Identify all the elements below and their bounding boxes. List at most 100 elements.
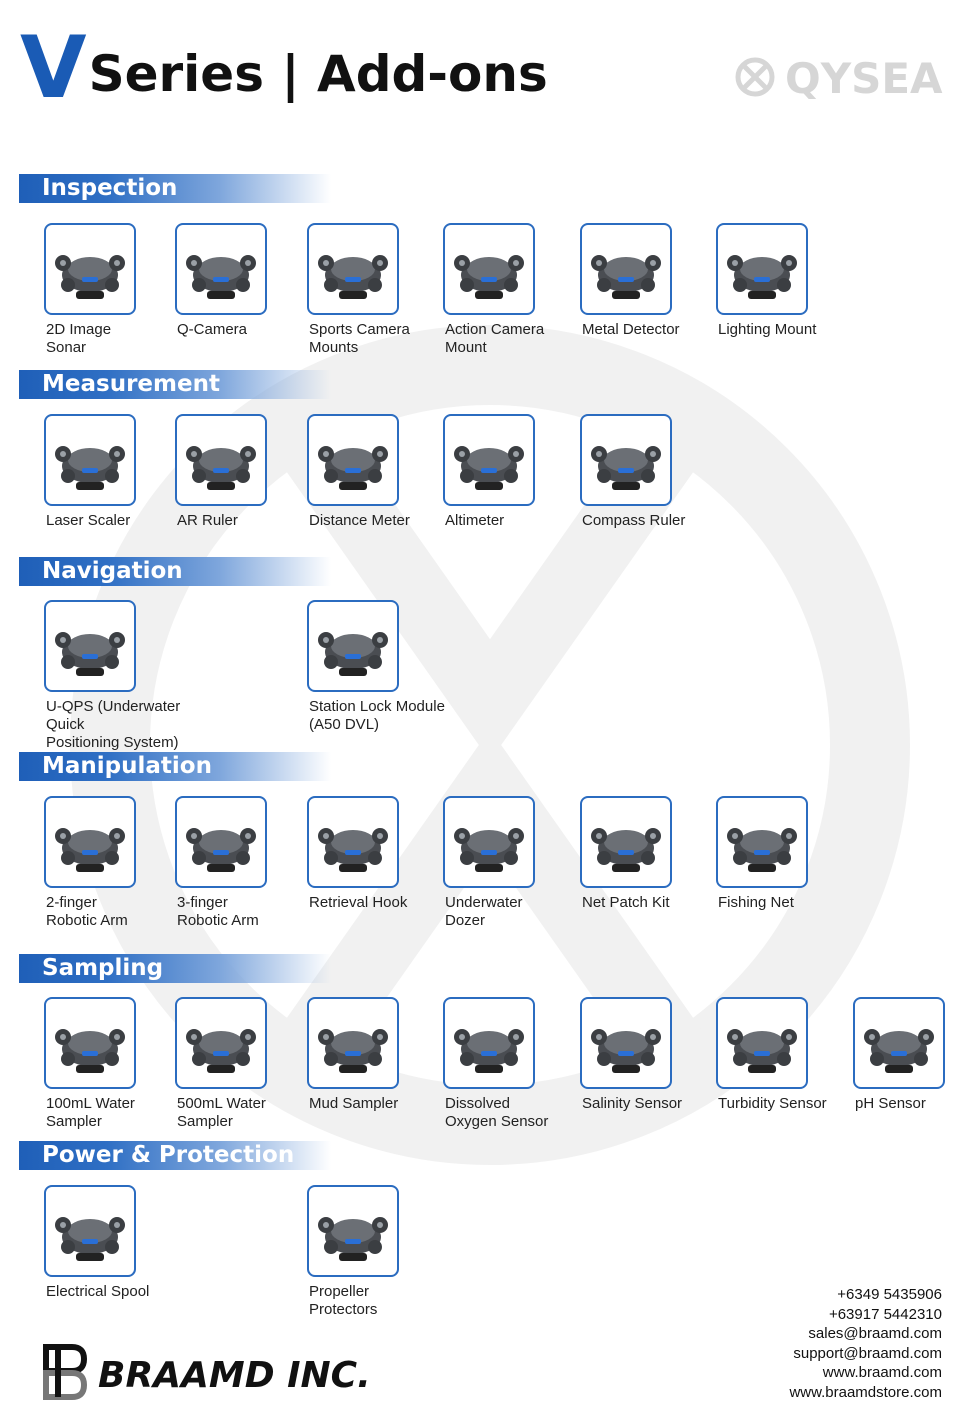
addon-label: Propeller Protectors <box>309 1283 378 1318</box>
title-v-letter: V <box>20 18 87 118</box>
addon-thumbnail[interactable] <box>175 223 267 315</box>
drone-accessory-image <box>55 446 125 490</box>
phone-2[interactable]: +63917 5442310 <box>828 1305 942 1323</box>
drone-accessory-image <box>591 255 661 299</box>
drone-accessory-image <box>727 1029 797 1073</box>
addon-label: Q-Camera <box>177 321 248 338</box>
addon-label: U-QPS (Underwater Quick Positioning Syst… <box>46 698 181 751</box>
section-title: Measurement <box>42 371 220 397</box>
addon-label: 2D Image Sonar <box>46 321 112 356</box>
addon-label: 100mL Water Sampler <box>46 1095 135 1130</box>
section-header: Measurement <box>19 370 419 399</box>
contact-block: +6349 5435906 +63917 5442310 sales@braam… <box>789 1285 942 1402</box>
addon-thumbnail[interactable] <box>307 414 399 506</box>
addon-label: Distance Meter <box>309 512 410 529</box>
addon-label: pH Sensor <box>855 1095 926 1112</box>
addon-thumbnail[interactable] <box>307 223 399 315</box>
addon-thumbnail[interactable] <box>443 796 535 888</box>
addon-label: Salinity Sensor <box>582 1095 683 1112</box>
drone-accessory-image <box>591 446 661 490</box>
addon-thumbnail[interactable] <box>175 997 267 1089</box>
section-header: Power & Protection <box>19 1141 419 1170</box>
addon-label: Station Lock Module (A50 DVL) <box>309 698 445 733</box>
drone-accessory-image <box>454 828 524 872</box>
addon-thumbnail[interactable] <box>307 1185 399 1277</box>
addon-label: AR Ruler <box>177 512 238 529</box>
drone-accessory-image <box>454 1029 524 1073</box>
addon-thumbnail[interactable] <box>44 796 136 888</box>
addon-thumbnail[interactable] <box>443 223 535 315</box>
addon-label: Dissolved Oxygen Sensor <box>445 1095 549 1130</box>
store-link[interactable]: www.braamdstore.com <box>789 1383 942 1401</box>
drone-accessory-image <box>727 255 797 299</box>
section-title: Inspection <box>42 175 178 201</box>
addon-thumbnail[interactable] <box>716 796 808 888</box>
addon-label: 500mL Water Sampler <box>177 1095 266 1130</box>
drone-accessory-image <box>318 255 388 299</box>
drone-accessory-image <box>55 255 125 299</box>
addon-thumbnail[interactable] <box>580 997 672 1089</box>
addon-label: Action Camera Mount <box>445 321 545 356</box>
addon-label: 3-finger Robotic Arm <box>177 894 259 929</box>
drone-accessory-image <box>727 828 797 872</box>
section-header: Sampling <box>19 954 419 983</box>
section-header: Navigation <box>19 557 419 586</box>
drone-accessory-image <box>318 1217 388 1261</box>
braamd-logo: BRAAMD INC. <box>43 1344 371 1400</box>
website-link[interactable]: www.braamd.com <box>822 1364 942 1381</box>
drone-accessory-image <box>55 1217 125 1261</box>
addon-thumbnail[interactable] <box>580 796 672 888</box>
addon-label: Altimeter <box>445 512 505 529</box>
section-title: Navigation <box>42 558 183 584</box>
addon-label: Lighting Mount <box>718 321 817 338</box>
addon-thumbnail[interactable] <box>44 1185 136 1277</box>
drone-accessory-image <box>186 446 256 490</box>
qysea-logo: QYSEA <box>735 55 943 99</box>
addon-label: Fishing Net <box>718 894 794 911</box>
sales-email[interactable]: sales@braamd.com <box>808 1325 942 1342</box>
addon-thumbnail[interactable] <box>580 414 672 506</box>
drone-accessory-image <box>454 255 524 299</box>
drone-accessory-image <box>318 828 388 872</box>
addon-thumbnail[interactable] <box>44 600 136 692</box>
drone-accessory-image <box>55 632 125 676</box>
addon-thumbnail[interactable] <box>44 223 136 315</box>
addon-thumbnail[interactable] <box>175 796 267 888</box>
section-header: Inspection <box>19 174 419 203</box>
addon-thumbnail[interactable] <box>175 414 267 506</box>
section-title: Manipulation <box>42 753 212 779</box>
addon-label: Turbidity Sensor <box>718 1095 827 1112</box>
addon-label: Metal Detector <box>582 321 680 338</box>
drone-accessory-image <box>55 828 125 872</box>
addon-label: Compass Ruler <box>582 512 686 529</box>
addon-label: Mud Sampler <box>309 1095 399 1112</box>
addon-thumbnail[interactable] <box>580 223 672 315</box>
drone-accessory-image <box>186 1029 256 1073</box>
addon-thumbnail[interactable] <box>716 223 808 315</box>
addon-thumbnail[interactable] <box>307 796 399 888</box>
drone-accessory-image <box>318 632 388 676</box>
drone-accessory-image <box>864 1029 934 1073</box>
support-email[interactable]: support@braamd.com <box>793 1344 942 1362</box>
drone-accessory-image <box>318 1029 388 1073</box>
drone-accessory-image <box>186 255 256 299</box>
addon-thumbnail[interactable] <box>716 997 808 1089</box>
addon-label: Underwater Dozer <box>445 894 523 929</box>
addon-thumbnail[interactable] <box>443 414 535 506</box>
addon-thumbnail[interactable] <box>307 600 399 692</box>
section-title: Sampling <box>42 955 164 981</box>
company-name: BRAAMD INC. <box>98 1355 371 1396</box>
drone-accessory-image <box>318 446 388 490</box>
addon-thumbnail[interactable] <box>853 997 945 1089</box>
addon-thumbnail[interactable] <box>44 997 136 1089</box>
addon-label: Sports Camera Mounts <box>309 321 410 356</box>
addon-thumbnail[interactable] <box>443 997 535 1089</box>
section-header: Manipulation <box>19 752 419 781</box>
drone-accessory-image <box>591 828 661 872</box>
section-title: Power & Protection <box>42 1142 295 1168</box>
addon-thumbnail[interactable] <box>44 414 136 506</box>
addon-label: Electrical Spool <box>46 1283 150 1300</box>
page-title: V Series | Add-ons <box>20 18 548 118</box>
addon-thumbnail[interactable] <box>307 997 399 1089</box>
phone-1[interactable]: +6349 5435906 <box>837 1286 942 1303</box>
